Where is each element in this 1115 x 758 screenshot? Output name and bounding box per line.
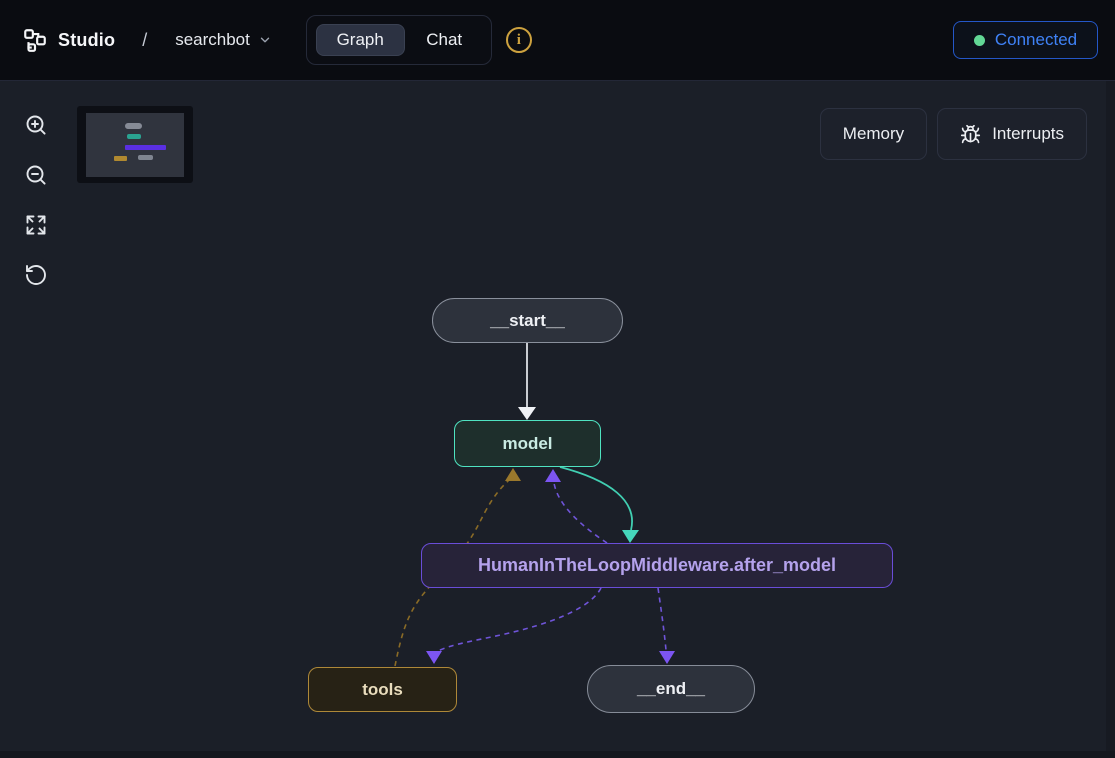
breadcrumb-separator: /	[142, 29, 148, 50]
node-start-label: __start__	[490, 310, 565, 330]
app-title: Studio	[58, 29, 116, 50]
graph-node-model[interactable]: model	[454, 420, 601, 467]
canvas-view-controls	[24, 113, 48, 287]
graph-node-start[interactable]: __start__	[432, 298, 623, 343]
edge-middleware-to-end	[657, 587, 675, 664]
minimap-node-tools	[114, 156, 127, 161]
minimap-viewport	[86, 113, 184, 177]
chevron-down-icon	[258, 33, 272, 47]
interrupts-button-label: Interrupts	[992, 124, 1064, 143]
edge-start-to-model	[518, 343, 536, 420]
graph-node-middleware[interactable]: HumanInTheLoopMiddleware.after_model	[421, 543, 893, 588]
tab-graph[interactable]: Graph	[315, 24, 405, 56]
view-mode-switcher: Graph Chat	[305, 15, 492, 65]
bug-icon	[960, 124, 981, 145]
node-model-label: model	[502, 433, 553, 453]
zoom-out-icon[interactable]	[24, 163, 48, 187]
zoom-in-icon[interactable]	[24, 113, 48, 137]
minimap-node-middleware	[125, 145, 166, 150]
connection-status-button[interactable]: Connected	[953, 21, 1098, 59]
edge-middleware-to-tools	[426, 587, 602, 664]
graph-node-tools[interactable]: tools	[308, 667, 457, 712]
edge-model-to-middleware	[559, 466, 639, 543]
node-tools-label: tools	[362, 679, 403, 699]
connection-status-label: Connected	[994, 30, 1078, 49]
memory-button[interactable]: Memory	[819, 108, 928, 160]
top-bar: Studio / searchbot Graph Chat i Connecte…	[0, 0, 1115, 81]
info-icon[interactable]: i	[505, 27, 532, 53]
langgraph-logo-icon	[22, 27, 48, 53]
memory-button-label: Memory	[842, 124, 905, 143]
graph-node-end[interactable]: __end__	[587, 665, 755, 713]
edge-middleware-to-model	[545, 469, 608, 544]
canvas-panel-buttons: Memory Interrupts	[819, 108, 1087, 160]
minimap-node-end	[138, 155, 153, 160]
minimap-node-model	[127, 134, 141, 139]
connected-dot-icon	[973, 34, 985, 46]
interrupts-button[interactable]: Interrupts	[937, 108, 1087, 160]
node-middleware-label: HumanInTheLoopMiddleware.after_model	[477, 555, 837, 575]
bottom-panel-edge	[0, 751, 1115, 758]
node-end-label: __end__	[636, 679, 706, 698]
graph-selector[interactable]: searchbot	[175, 30, 272, 50]
fit-view-icon[interactable]	[24, 213, 48, 237]
graph-selector-label: searchbot	[175, 30, 250, 49]
right-panel-edge	[1106, 81, 1115, 758]
tab-chat[interactable]: Chat	[426, 30, 463, 49]
reset-view-icon[interactable]	[24, 263, 48, 287]
graph-canvas[interactable]: Memory Interrupts	[0, 81, 1115, 758]
minimap-node-start	[125, 123, 142, 129]
minimap[interactable]	[77, 106, 193, 183]
